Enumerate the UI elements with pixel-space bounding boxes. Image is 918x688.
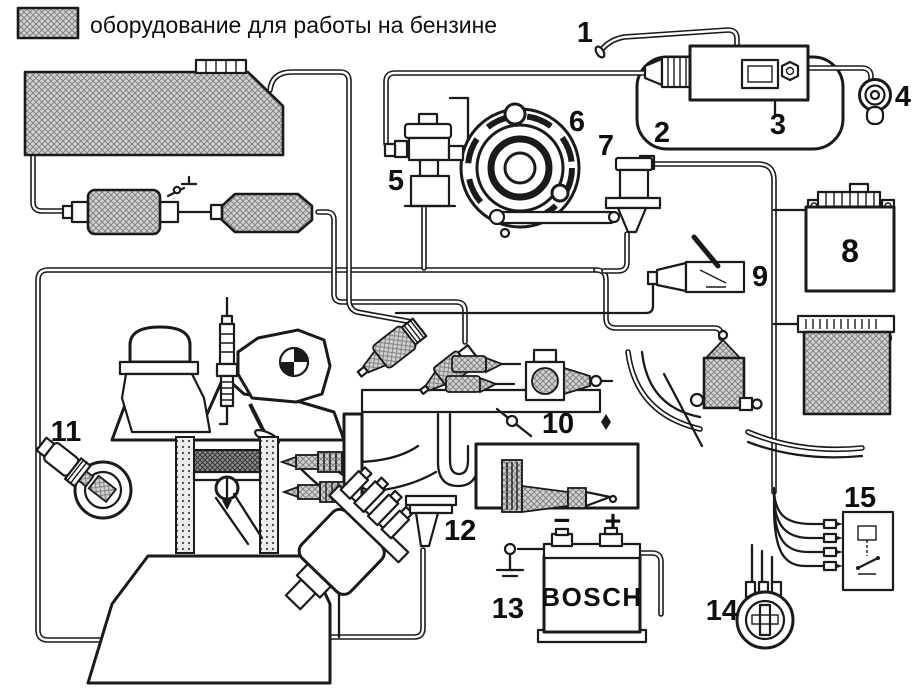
harness-pins bbox=[822, 518, 838, 572]
gas-and-fuel-pipes bbox=[33, 30, 871, 640]
distributor bbox=[284, 466, 414, 611]
callout-9: 9 bbox=[752, 261, 768, 293]
air-cleaner bbox=[128, 325, 192, 364]
sensor-12 bbox=[404, 494, 458, 548]
battery-plus-sign: + bbox=[605, 506, 622, 538]
callout-5: 5 bbox=[388, 165, 404, 197]
cylinder-wall-left bbox=[175, 436, 195, 554]
ground-terminal bbox=[495, 542, 525, 578]
engine bbox=[73, 314, 346, 685]
fuel-injector-1 bbox=[356, 317, 428, 378]
switch-lever bbox=[691, 234, 721, 269]
mixture-screw-10 bbox=[495, 407, 611, 438]
relay-15 bbox=[830, 510, 895, 592]
throttle-valve bbox=[662, 372, 705, 448]
linkage-rod bbox=[495, 210, 617, 225]
legend-label: оборудование для работы на бензине bbox=[90, 12, 497, 38]
ground-symbol bbox=[180, 175, 198, 186]
hex-fitting bbox=[780, 60, 800, 82]
gasoline-ecu bbox=[796, 314, 896, 416]
callouts: 1 2 3 4 5 6 7 8 9 10 11 12 13 14 15 bbox=[51, 17, 911, 627]
pressure-regulator bbox=[524, 348, 614, 402]
cylinder-wall-right bbox=[259, 436, 279, 554]
callout-13: 13 bbox=[492, 593, 524, 625]
callout-3: 3 bbox=[770, 109, 786, 141]
callout-11: 11 bbox=[51, 416, 82, 448]
battery-brand: BOSCH bbox=[541, 582, 642, 612]
piston bbox=[192, 449, 264, 546]
solenoid-valve-7 bbox=[604, 154, 662, 234]
callout-6: 6 bbox=[569, 106, 585, 138]
callout-14: 14 bbox=[706, 595, 738, 627]
callout-1: 1 bbox=[577, 17, 593, 49]
multivalve-3 bbox=[643, 44, 810, 102]
selector-switch-9 bbox=[646, 234, 746, 294]
callout-2: 2 bbox=[654, 117, 670, 149]
battery-13: BOSCH − + bbox=[495, 505, 648, 644]
callout-7: 7 bbox=[598, 130, 614, 162]
fuel-tank bbox=[23, 58, 285, 157]
gas-mixer bbox=[702, 329, 763, 412]
lambda-sensor-11 bbox=[35, 436, 95, 488]
gasoline-equipment-swatch bbox=[16, 6, 80, 40]
spark-plug bbox=[215, 314, 239, 426]
filler-valve-4 bbox=[858, 78, 892, 126]
fuel-filter bbox=[209, 192, 314, 234]
battery-minus-sign: − bbox=[554, 505, 571, 537]
ignition-connector-14 bbox=[735, 580, 795, 650]
plenum-injector bbox=[501, 459, 618, 514]
callout-8: 8 bbox=[841, 233, 859, 269]
mini-injector-pair bbox=[445, 355, 522, 394]
reducer-evaporator-6 bbox=[448, 96, 621, 239]
control-unit-8 bbox=[804, 182, 896, 293]
gas-solenoid-valve-5 bbox=[383, 112, 465, 208]
legend: оборудование для работы на бензине bbox=[16, 6, 497, 40]
callout-15: 15 bbox=[844, 482, 876, 514]
callout-12: 12 bbox=[444, 515, 476, 547]
callout-4: 4 bbox=[895, 81, 911, 113]
fuel-pump bbox=[61, 175, 198, 236]
callout-10: 10 bbox=[542, 408, 574, 440]
engine-block-skirt bbox=[86, 554, 332, 685]
intake-manifold bbox=[342, 388, 640, 510]
